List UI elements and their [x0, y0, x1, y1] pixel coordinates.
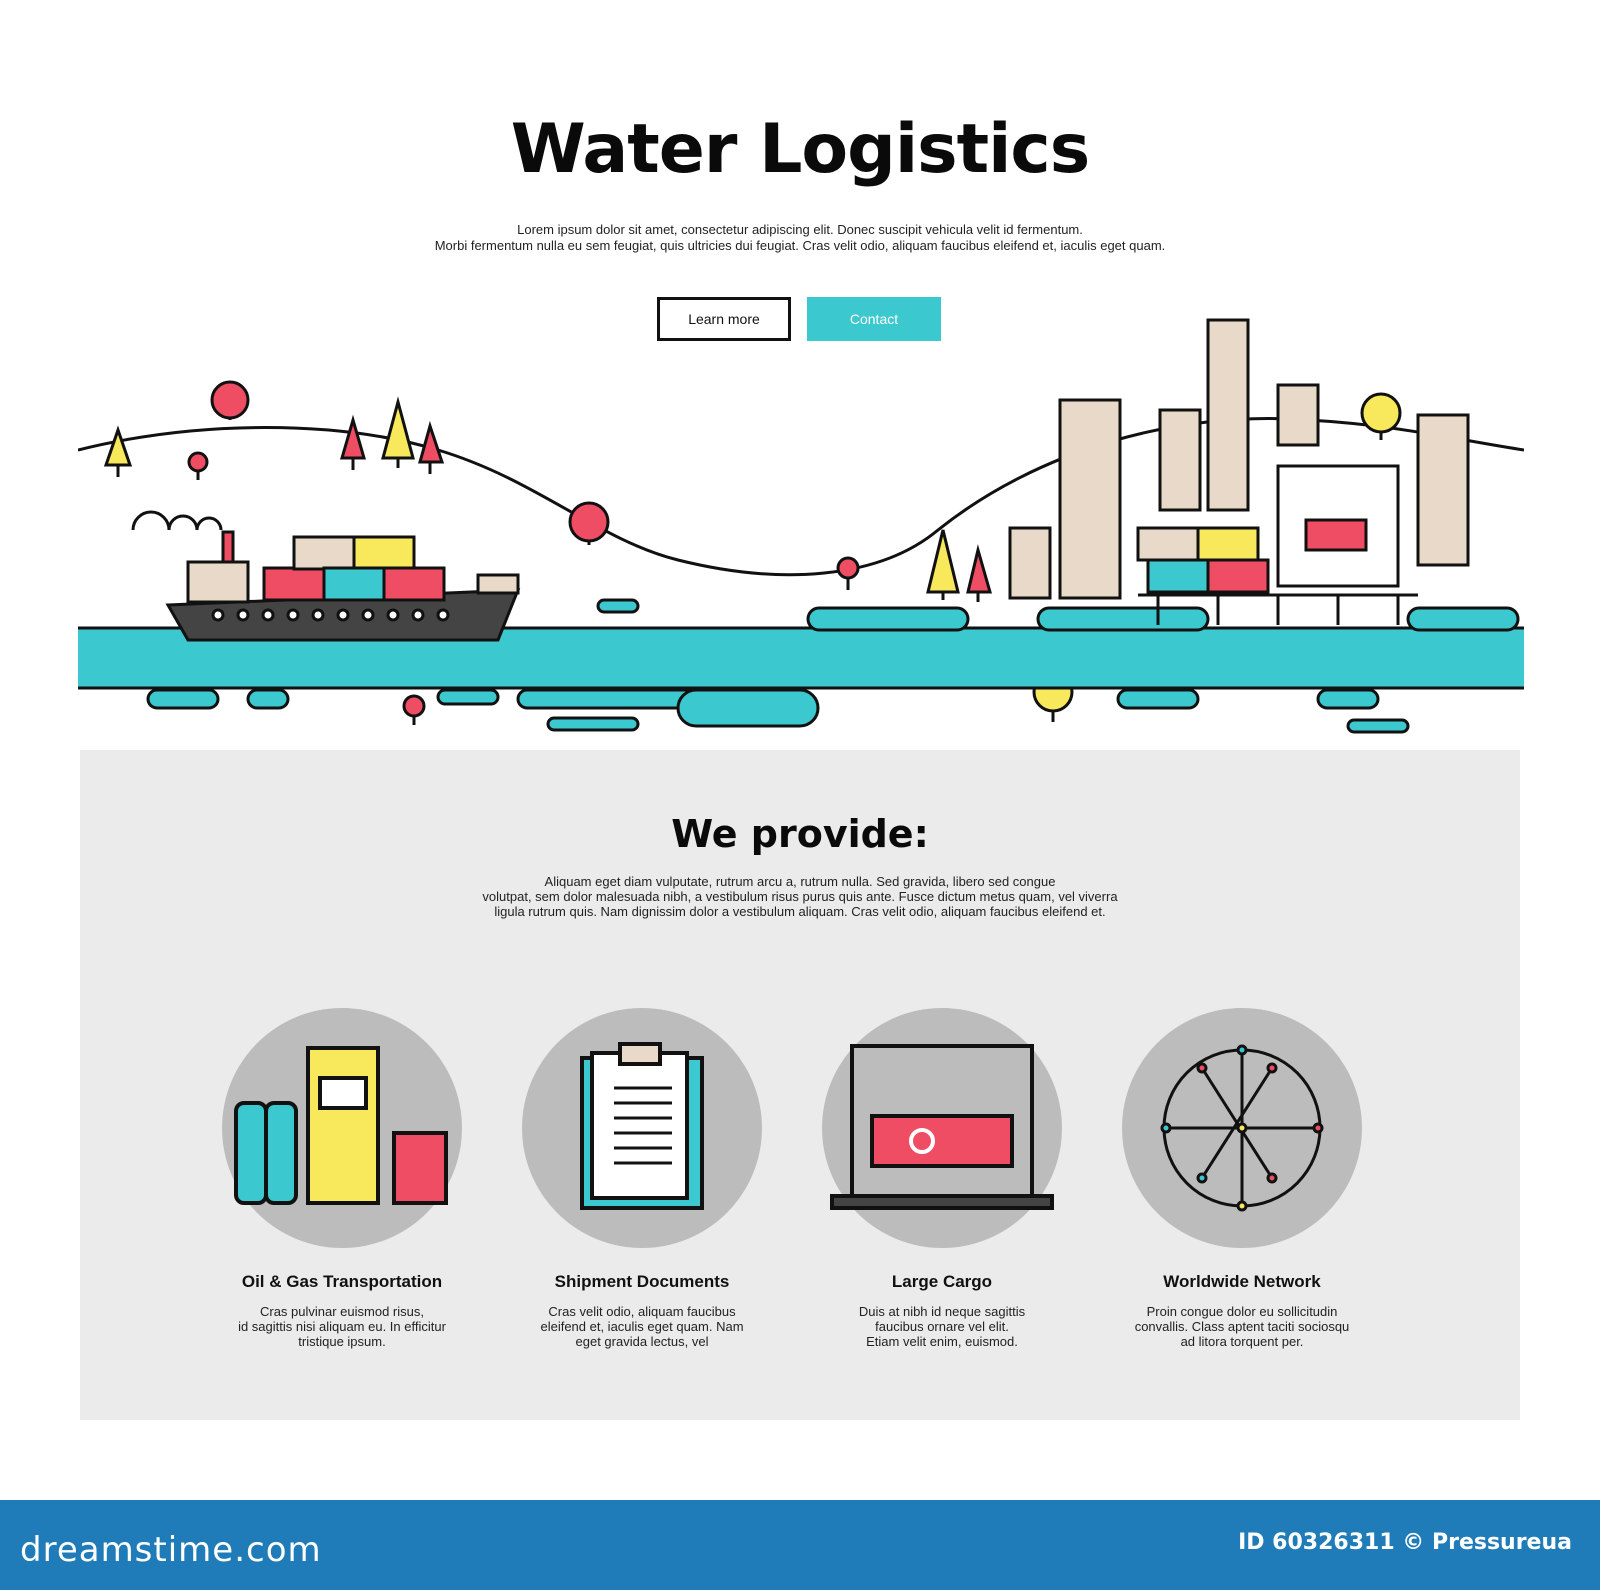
tree-icon — [103, 380, 1402, 725]
hero-description-line: Morbi fermentum nulla eu sem feugiat, qu… — [434, 238, 1166, 253]
crane-container-icon — [822, 1008, 1062, 1248]
hero-description: Lorem ipsum dolor sit amet, consectetur … — [0, 222, 1600, 254]
smoke-icon — [131, 510, 223, 531]
learn-more-button[interactable]: Learn more — [657, 297, 791, 341]
feature-description-line: Cras velit odio, aliquam faucibus — [548, 1304, 736, 1319]
site-logo[interactable]: dreamstime.com — [20, 1530, 322, 1570]
feature-large-cargo: Large Cargo Duis at nibh id neque sagitt… — [792, 1008, 1092, 1349]
feature-oil-gas: Oil & Gas Transportation Cras pulvinar e… — [192, 1008, 492, 1349]
section-title: We provide: — [671, 812, 929, 856]
network-globe-icon — [1122, 1008, 1362, 1248]
image-id-credit: ID 60326311 © Pressureua — [1238, 1530, 1572, 1555]
section-description: Aliquam eget diam vulputate, rutrum arcu… — [410, 874, 1190, 919]
clipboard-icon — [522, 1008, 762, 1248]
feature-description-line: eget gravida lectus, vel — [575, 1334, 709, 1349]
feature-worldwide-network: Worldwide Network Proin congue dolor eu … — [1092, 1008, 1392, 1349]
feature-description-line: faucibus ornare vel elit. — [875, 1319, 1009, 1334]
feature-description-line: Duis at nibh id neque sagittis — [858, 1304, 1026, 1319]
oil-gas-icon — [222, 1008, 462, 1248]
contact-button[interactable]: Contact — [807, 297, 941, 341]
services-panel: We provide: Aliquam eget diam vulputate,… — [80, 750, 1520, 1420]
feature-description-line: tristique ipsum. — [298, 1334, 386, 1349]
feature-title: Shipment Documents — [554, 1272, 730, 1291]
feature-description-line: Cras pulvinar euismod risus, — [259, 1304, 424, 1319]
feature-title: Large Cargo — [891, 1272, 993, 1291]
section-description-line: volutpat, sem dolor malesuada nibh, a ve… — [482, 889, 1118, 904]
harbor-illustration — [78, 318, 1524, 734]
section-description-line: Aliquam eget diam vulputate, rutrum arcu… — [544, 874, 1056, 889]
feature-description-line: Etiam velit enim, euismod. — [866, 1334, 1018, 1349]
page-title: Water Logistics — [510, 110, 1090, 189]
city-skyline — [1008, 318, 1470, 625]
hero-description-line: Lorem ipsum dolor sit amet, consectetur … — [517, 222, 1083, 237]
feature-title: Worldwide Network — [1163, 1272, 1321, 1291]
water-body — [78, 598, 1524, 734]
cargo-ship-icon — [165, 530, 521, 642]
feature-description-line: Proin congue dolor eu sollicitudin — [1146, 1304, 1338, 1319]
feature-shipment-documents: Shipment Documents Cras velit odio, aliq… — [492, 1008, 792, 1349]
feature-description-line: ad litora torquent per. — [1180, 1334, 1304, 1349]
feature-description: Cras velit odio, aliquam faucibus eleife… — [517, 1304, 767, 1349]
feature-description-line: eleifend et, iaculis eget quam. Nam — [540, 1319, 744, 1334]
feature-title: Oil & Gas Transportation — [241, 1272, 443, 1291]
feature-description-line: id sagittis nisi aliquam eu. In efficitu… — [238, 1319, 446, 1334]
section-description-line: ligula rutrum quis. Nam dignissim dolor … — [494, 904, 1106, 919]
feature-description: Cras pulvinar euismod risus, id sagittis… — [217, 1304, 467, 1349]
feature-description-line: convallis. Class aptent taciti sociosqu — [1134, 1319, 1350, 1334]
feature-description: Proin congue dolor eu sollicitudin conva… — [1117, 1304, 1367, 1349]
footer-bar: dreamstime.com ID 60326311 © Pressureua — [0, 1500, 1600, 1590]
feature-description: Duis at nibh id neque sagittis faucibus … — [817, 1304, 1067, 1349]
